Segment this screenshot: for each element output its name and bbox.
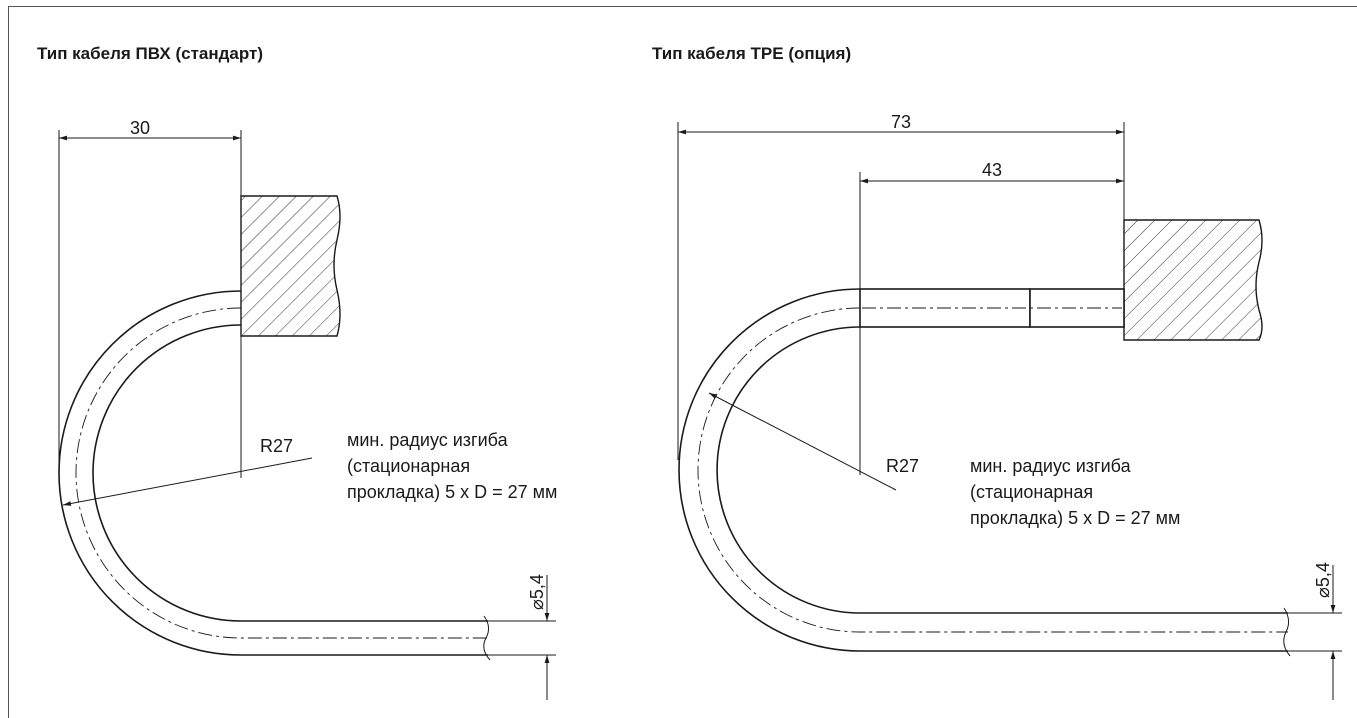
left-diameter-label: ⌀5,4 (527, 574, 547, 610)
left-radius-label: R27 (260, 436, 293, 456)
right-note-line-2: (стационарная (970, 482, 1093, 502)
left-note-line-2: (стационарная (347, 456, 470, 476)
left-cable-inner (92, 324, 488, 622)
right-radius-leader (708, 392, 897, 491)
left-cable-outer (58, 290, 488, 656)
left-note-line-3: прокладка) 5 x D = 27 мм (347, 482, 557, 502)
right-panel-title: Тип кабеля TPE (опция) (652, 44, 852, 63)
drawing-frame (8, 6, 1357, 718)
right-cable-centerline (697, 307, 1288, 633)
right-diameter-label: ⌀5,4 (1313, 562, 1333, 598)
left-note-line-1: мин. радиус изгиба (347, 430, 509, 450)
left-panel-title: Тип кабеля ПВХ (стандарт) (37, 44, 264, 63)
right-dimension-73: 73 (891, 112, 911, 132)
right-wall-block (1123, 219, 1263, 341)
left-cable-centerline (75, 307, 488, 639)
left-panel: 30 R27 мин. радиус изгиба (стационарная … (58, 118, 557, 700)
right-cable-inner (716, 326, 1288, 614)
right-dimension-43: 43 (982, 160, 1002, 180)
right-note-line-1: мин. радиус изгиба (970, 456, 1132, 476)
left-radius-leader (62, 457, 313, 506)
right-panel: 73 43 R27 мин. радиус изгиба (стационарн… (677, 112, 1342, 700)
left-cable-break (483, 615, 491, 661)
right-radius-label: R27 (886, 456, 919, 476)
left-wall-block (240, 195, 341, 337)
right-cable-outer (678, 288, 1288, 652)
right-note-line-3: прокладка) 5 x D = 27 мм (970, 508, 1180, 528)
left-dimension-30: 30 (130, 118, 150, 138)
right-cable-break (1283, 607, 1291, 657)
